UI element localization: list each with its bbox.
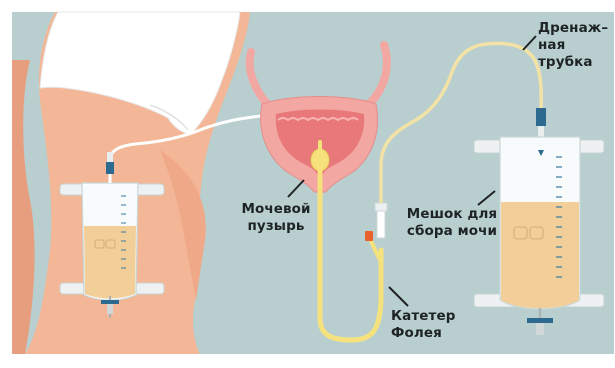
catheter-port: [365, 231, 373, 241]
catheter-joint: [375, 203, 387, 211]
bag-urine: [501, 202, 579, 308]
catheter-label: Катетер Фолея: [391, 308, 455, 342]
bag-outlet-valve: [527, 318, 553, 323]
leg-connector: [107, 152, 113, 162]
catheter-connector: [377, 210, 385, 238]
drainage-tube-label: Дренаж– ная трубка: [538, 20, 608, 71]
leg-valve: [106, 162, 114, 174]
drainage-bag-label: Мешок для сбора мочи: [402, 206, 502, 240]
catheter-tip: [318, 140, 322, 154]
bladder-label: Мочевой пузырь: [234, 201, 318, 235]
bag-connector: [538, 126, 544, 138]
bag-valve: [536, 108, 546, 126]
